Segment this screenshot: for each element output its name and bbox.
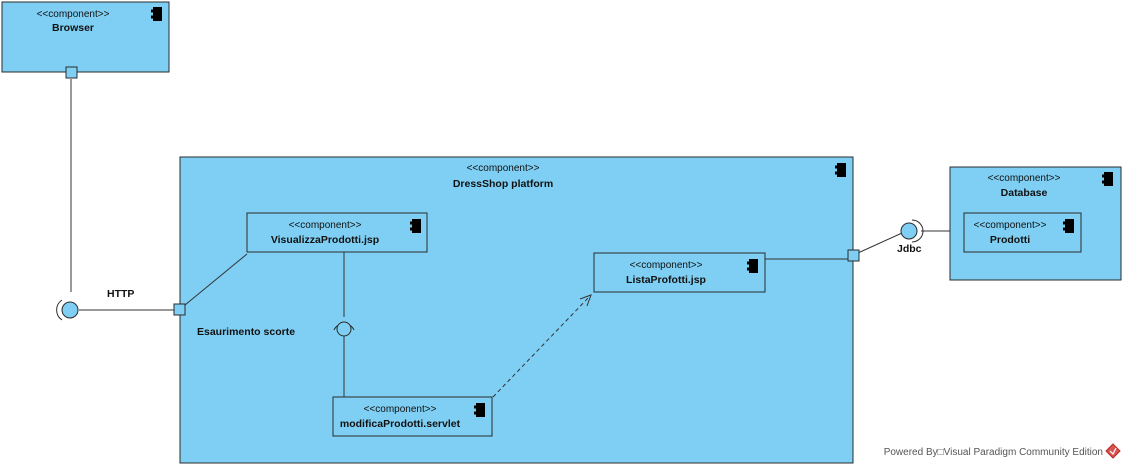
connectors <box>70 79 950 398</box>
lista-stereotype: <<component>> <box>630 260 703 271</box>
dressshop-platform-component[interactable]: <<component>> DressShop platform <box>179 156 854 464</box>
visual-paradigm-logo-icon <box>1105 443 1121 459</box>
modifica-prodotti-component[interactable]: <<component>> modificaProdotti.servlet <box>332 396 493 437</box>
jdbc-interface-ball[interactable] <box>900 222 918 240</box>
database-stereotype: <<component>> <box>988 173 1061 184</box>
platform-name: DressShop platform <box>453 178 553 190</box>
port-to-jdbc-connector[interactable] <box>857 232 903 254</box>
browser-name: Browser <box>52 22 94 34</box>
browser-component[interactable]: <<component>> Browser <box>1 1 170 73</box>
modifica-stereotype: <<component>> <box>364 404 437 415</box>
prodotti-component[interactable]: <<component>> Prodotti <box>963 212 1082 253</box>
http-label: HTTP <box>107 288 134 300</box>
dependency-arrowhead <box>579 294 592 307</box>
lista-profotti-component[interactable]: <<component>> ListaProfotti.jsp <box>593 252 766 293</box>
dependency-arrow[interactable] <box>492 295 591 398</box>
visualizza-stereotype: <<component>> <box>289 220 362 231</box>
visualizza-prodotti-component[interactable]: <<component>> VisualizzaProdotti.jsp <box>246 212 428 253</box>
platform-to-visualizza-connector[interactable] <box>184 253 248 306</box>
database-name: Database <box>1001 187 1048 199</box>
platform-stereotype: <<component>> <box>467 163 540 174</box>
jdbc-socket <box>911 219 924 243</box>
jdbc-label: Jdbc <box>897 243 922 255</box>
http-interface-ball[interactable] <box>61 301 79 319</box>
lista-name: ListaProfotti.jsp <box>626 274 706 286</box>
powered-by-footer: Powered By□Visual Paradigm Community Edi… <box>884 447 1103 458</box>
browser-stereotype: <<component>> <box>37 9 110 20</box>
platform-left-port[interactable] <box>173 303 186 316</box>
http-socket <box>56 299 63 321</box>
modifica-name: modificaProdotti.servlet <box>340 418 461 430</box>
visualizza-name: VisualizzaProdotti.jsp <box>271 234 379 246</box>
prodotti-stereotype: <<component>> <box>974 220 1047 231</box>
esaurimento-label: Esaurimento scorte <box>197 326 295 338</box>
browser-port[interactable] <box>65 66 78 79</box>
esaurimento-interface-ball[interactable] <box>336 321 352 337</box>
platform-right-port[interactable] <box>847 249 860 262</box>
prodotti-name: Prodotti <box>990 234 1030 246</box>
